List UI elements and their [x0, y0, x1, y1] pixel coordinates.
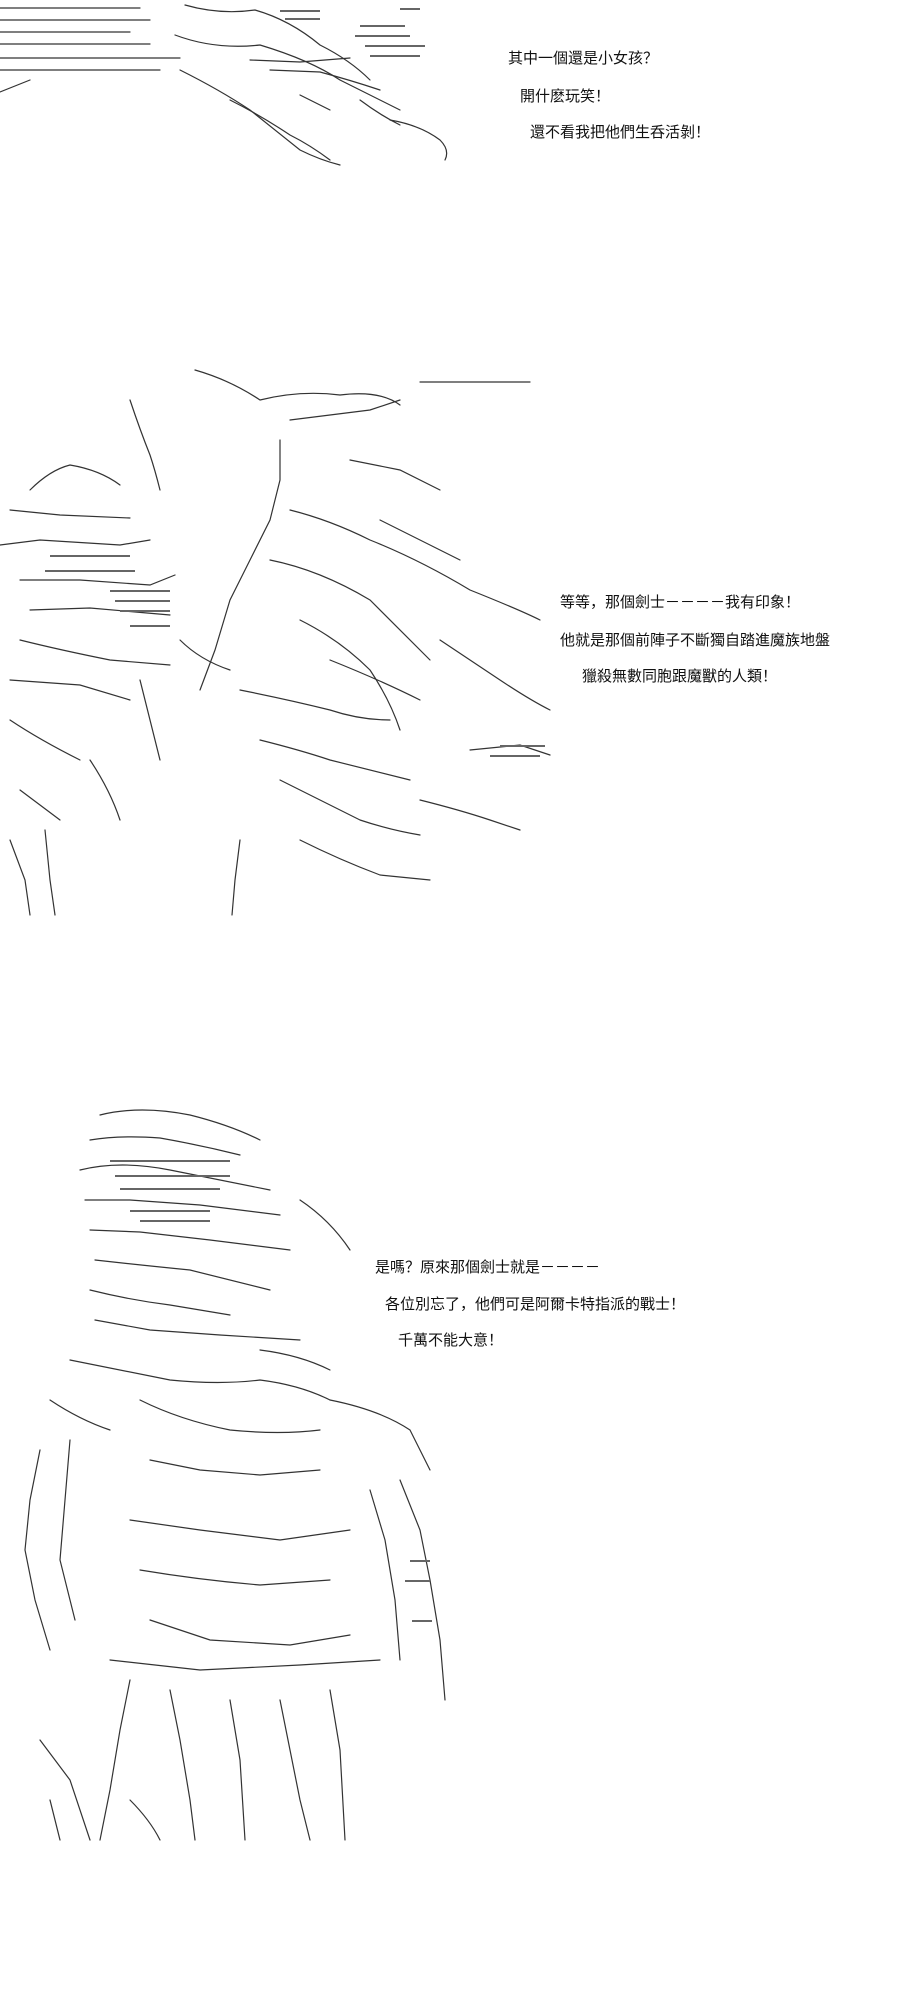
panel-1: 其中一個還是小女孩？ 開什麽玩笑！ 還不看我把他們生呑活剝！: [0, 0, 899, 180]
dialogue-line: 他就是那個前陣子不斷獨自踏進魔族地盤: [560, 631, 831, 649]
dialogue-line: 千萬不能大意！: [398, 1331, 504, 1349]
dialogue-line: 是嗎？原來那個劍士就是－－－－: [375, 1258, 601, 1276]
ascii-art-beast-claw: [0, 4, 448, 166]
dialogue-line: 各位別忘了，他們可是阿爾卡特指派的戰士！: [385, 1295, 686, 1313]
panel-2: 等等，那個劍士－－－－我有印象！ 他就是那個前陣子不斷獨自踏進魔族地盤 獵殺無數…: [0, 360, 899, 920]
dialogue-line: 獵殺無數同胞跟魔獸的人類！: [582, 667, 778, 685]
dialogue-line: 等等，那個劍士－－－－我有印象！: [560, 593, 801, 611]
dialogue-line: 還不看我把他們生呑活剝！: [530, 123, 711, 141]
panel-3: 是嗎？原來那個劍士就是－－－－ 各位別忘了，他們可是阿爾卡特指派的戰士！ 千萬不…: [0, 1100, 899, 1860]
ascii-art-armored-warrior: [24, 1109, 446, 1841]
dialogue-line: 其中一個還是小女孩？: [508, 49, 659, 67]
dialogue-line: 開什麽玩笑！: [520, 87, 611, 105]
ascii-art-demon-monster: [0, 369, 551, 916]
